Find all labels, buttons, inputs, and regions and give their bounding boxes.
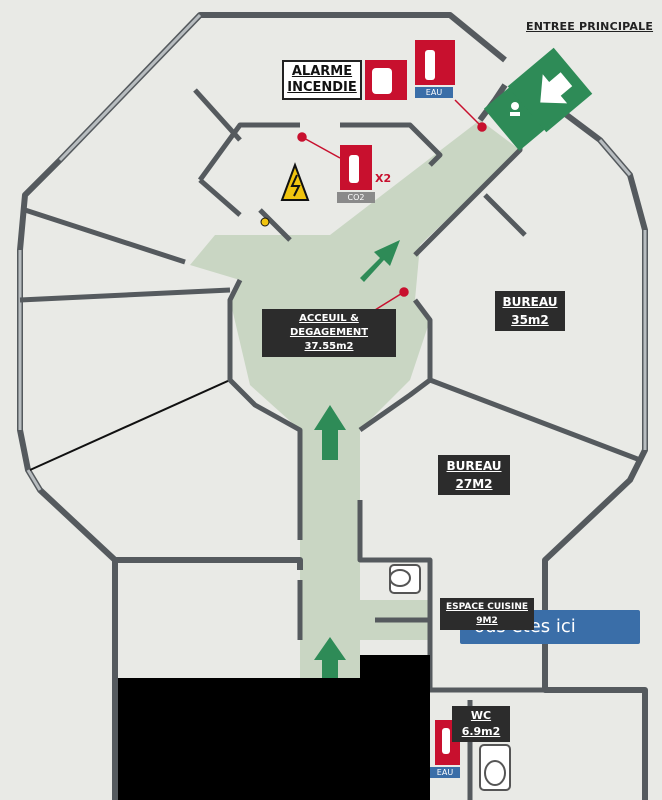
entrance-label: ENTREE PRINCIPALE: [526, 20, 654, 33]
windows: [18, 13, 647, 491]
fire-alarm-line1: ALARME: [291, 64, 353, 79]
room-label-bureau-2: BUREAU 27M2: [438, 455, 510, 495]
water-extinguisher-tag: EAU: [415, 87, 453, 98]
fire-extinguisher-icon: [340, 40, 460, 765]
room-area-wc: 6.9m2: [461, 725, 501, 738]
redacted-area-top: [360, 655, 430, 685]
co2-extinguisher-tag: CO2: [337, 192, 375, 203]
room-label-bureau-1: BUREAU 35m2: [495, 291, 565, 331]
room-name-cuisine: ESPACE CUISINE: [445, 602, 529, 612]
wc-water-extinguisher-tag: EAU: [430, 767, 460, 778]
fire-alarm-sign: ALARME INCENDIE: [282, 60, 362, 100]
room-label-accueil: ACCEUIL & DEGAGEMENT 37.55m2: [262, 309, 396, 357]
room-area-accueil: 37.55m2: [304, 341, 354, 352]
alarm-button-icon: [365, 60, 407, 100]
room-name-accueil: ACCEUIL & DEGAGEMENT: [289, 313, 369, 338]
room-name-wc: WC: [470, 709, 492, 722]
room-area-bureau-1: 35m2: [511, 313, 549, 327]
equipment-markers: [297, 99, 487, 311]
corridor-path: [190, 120, 520, 690]
direction-arrow-icon: [314, 240, 400, 680]
room-name-bureau-1: BUREAU: [502, 295, 558, 309]
interior-walls: [19, 88, 641, 800]
room-label-wc: WC 6.9m2: [452, 706, 510, 742]
co2-count: X2: [375, 172, 392, 185]
room-area-cuisine: 9M2: [476, 616, 498, 626]
room-area-bureau-2: 27M2: [455, 477, 493, 491]
electrical-hazard-icon: [260, 162, 310, 227]
fire-alarm-line2: INCENDIE: [287, 80, 357, 95]
toilet-icon: [389, 564, 511, 791]
room-name-bureau-2: BUREAU: [446, 459, 502, 473]
redacted-area: [118, 678, 430, 800]
room-label-cuisine: ESPACE CUISINE 9M2: [440, 598, 534, 630]
emergency-exit-icon: [483, 47, 593, 151]
